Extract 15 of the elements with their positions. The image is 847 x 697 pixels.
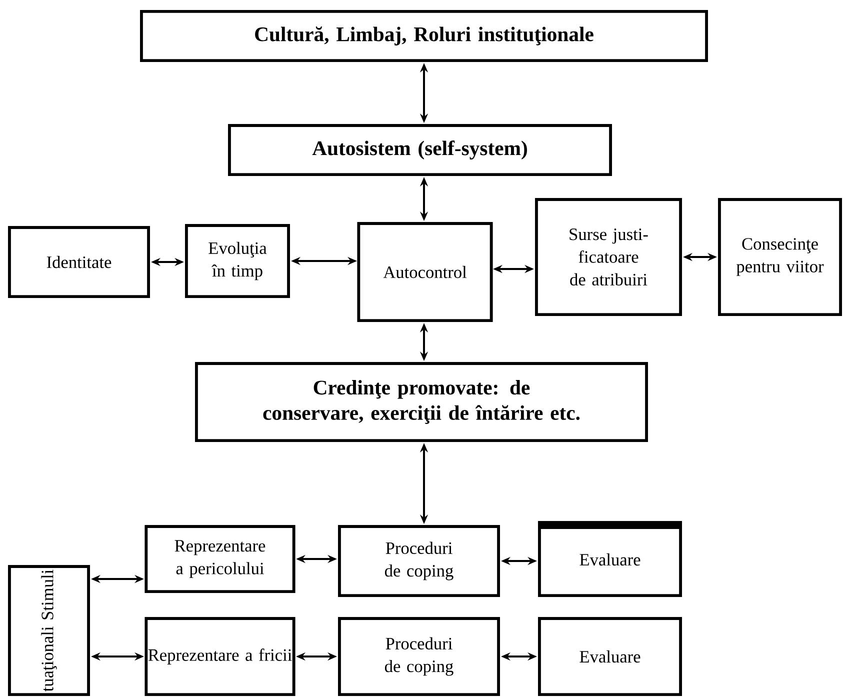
belief-box: Credinţe promovate: de conservare, exerciţii de întărire etc. [195, 362, 648, 442]
process-box: Evaluare [538, 521, 682, 597]
stimulus-box: tuaţionali Stimuli [8, 565, 90, 696]
process-box: Evaluare [538, 617, 682, 696]
heading-box: Autosistem (self-system) [228, 124, 612, 176]
process-box: Proceduri de coping [338, 617, 500, 696]
heading-box: Cultură, Limbaj, Roluri instituţionale [140, 10, 708, 62]
process-box: Proceduri de coping [338, 525, 500, 597]
process-box: Reprezentare a pericolului [144, 525, 296, 593]
concept-box: Identitate [8, 226, 150, 298]
concept-box: Autocontrol [357, 222, 493, 322]
concept-box: Evoluţia în timp [185, 224, 290, 298]
concept-box: Consecinţe pentru viitor [718, 198, 842, 316]
process-box: Reprezentare a fricii [144, 617, 296, 696]
concept-box: Surse justi- ficatoare de atribuiri [535, 198, 682, 316]
